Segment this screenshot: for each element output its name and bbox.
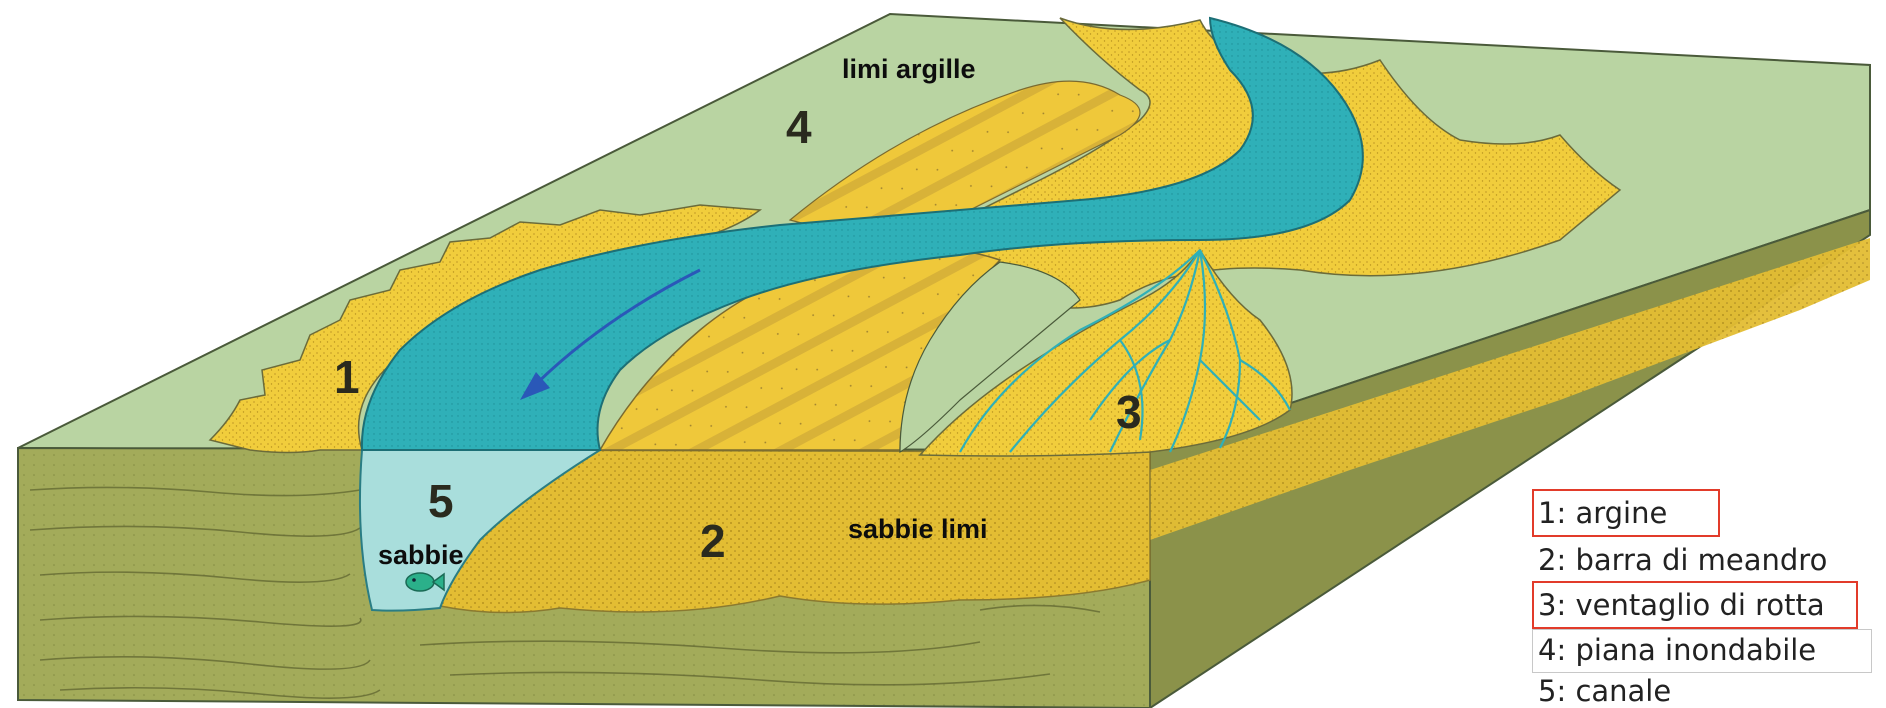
label-number-4: 4 bbox=[786, 100, 812, 154]
legend-item-canale: 5: canale bbox=[1538, 677, 1671, 706]
label-limi-argille: limi argille bbox=[842, 54, 976, 85]
label-number-3: 3 bbox=[1116, 385, 1142, 439]
label-number-1: 1 bbox=[334, 350, 360, 404]
label-sabbie: sabbie bbox=[378, 540, 464, 571]
legend-item-piana-inondabile: 4: piana inondabile bbox=[1538, 636, 1816, 665]
label-number-5: 5 bbox=[428, 474, 454, 528]
label-number-2: 2 bbox=[700, 514, 726, 568]
legend-item-barra-di-meandro: 2: barra di meandro bbox=[1538, 546, 1827, 575]
label-sabbie-limi: sabbie limi bbox=[848, 514, 988, 545]
legend-item-argine: 1: argine bbox=[1538, 499, 1667, 528]
legend-item-ventaglio-di-rotta: 3: ventaglio di rotta bbox=[1538, 591, 1825, 620]
